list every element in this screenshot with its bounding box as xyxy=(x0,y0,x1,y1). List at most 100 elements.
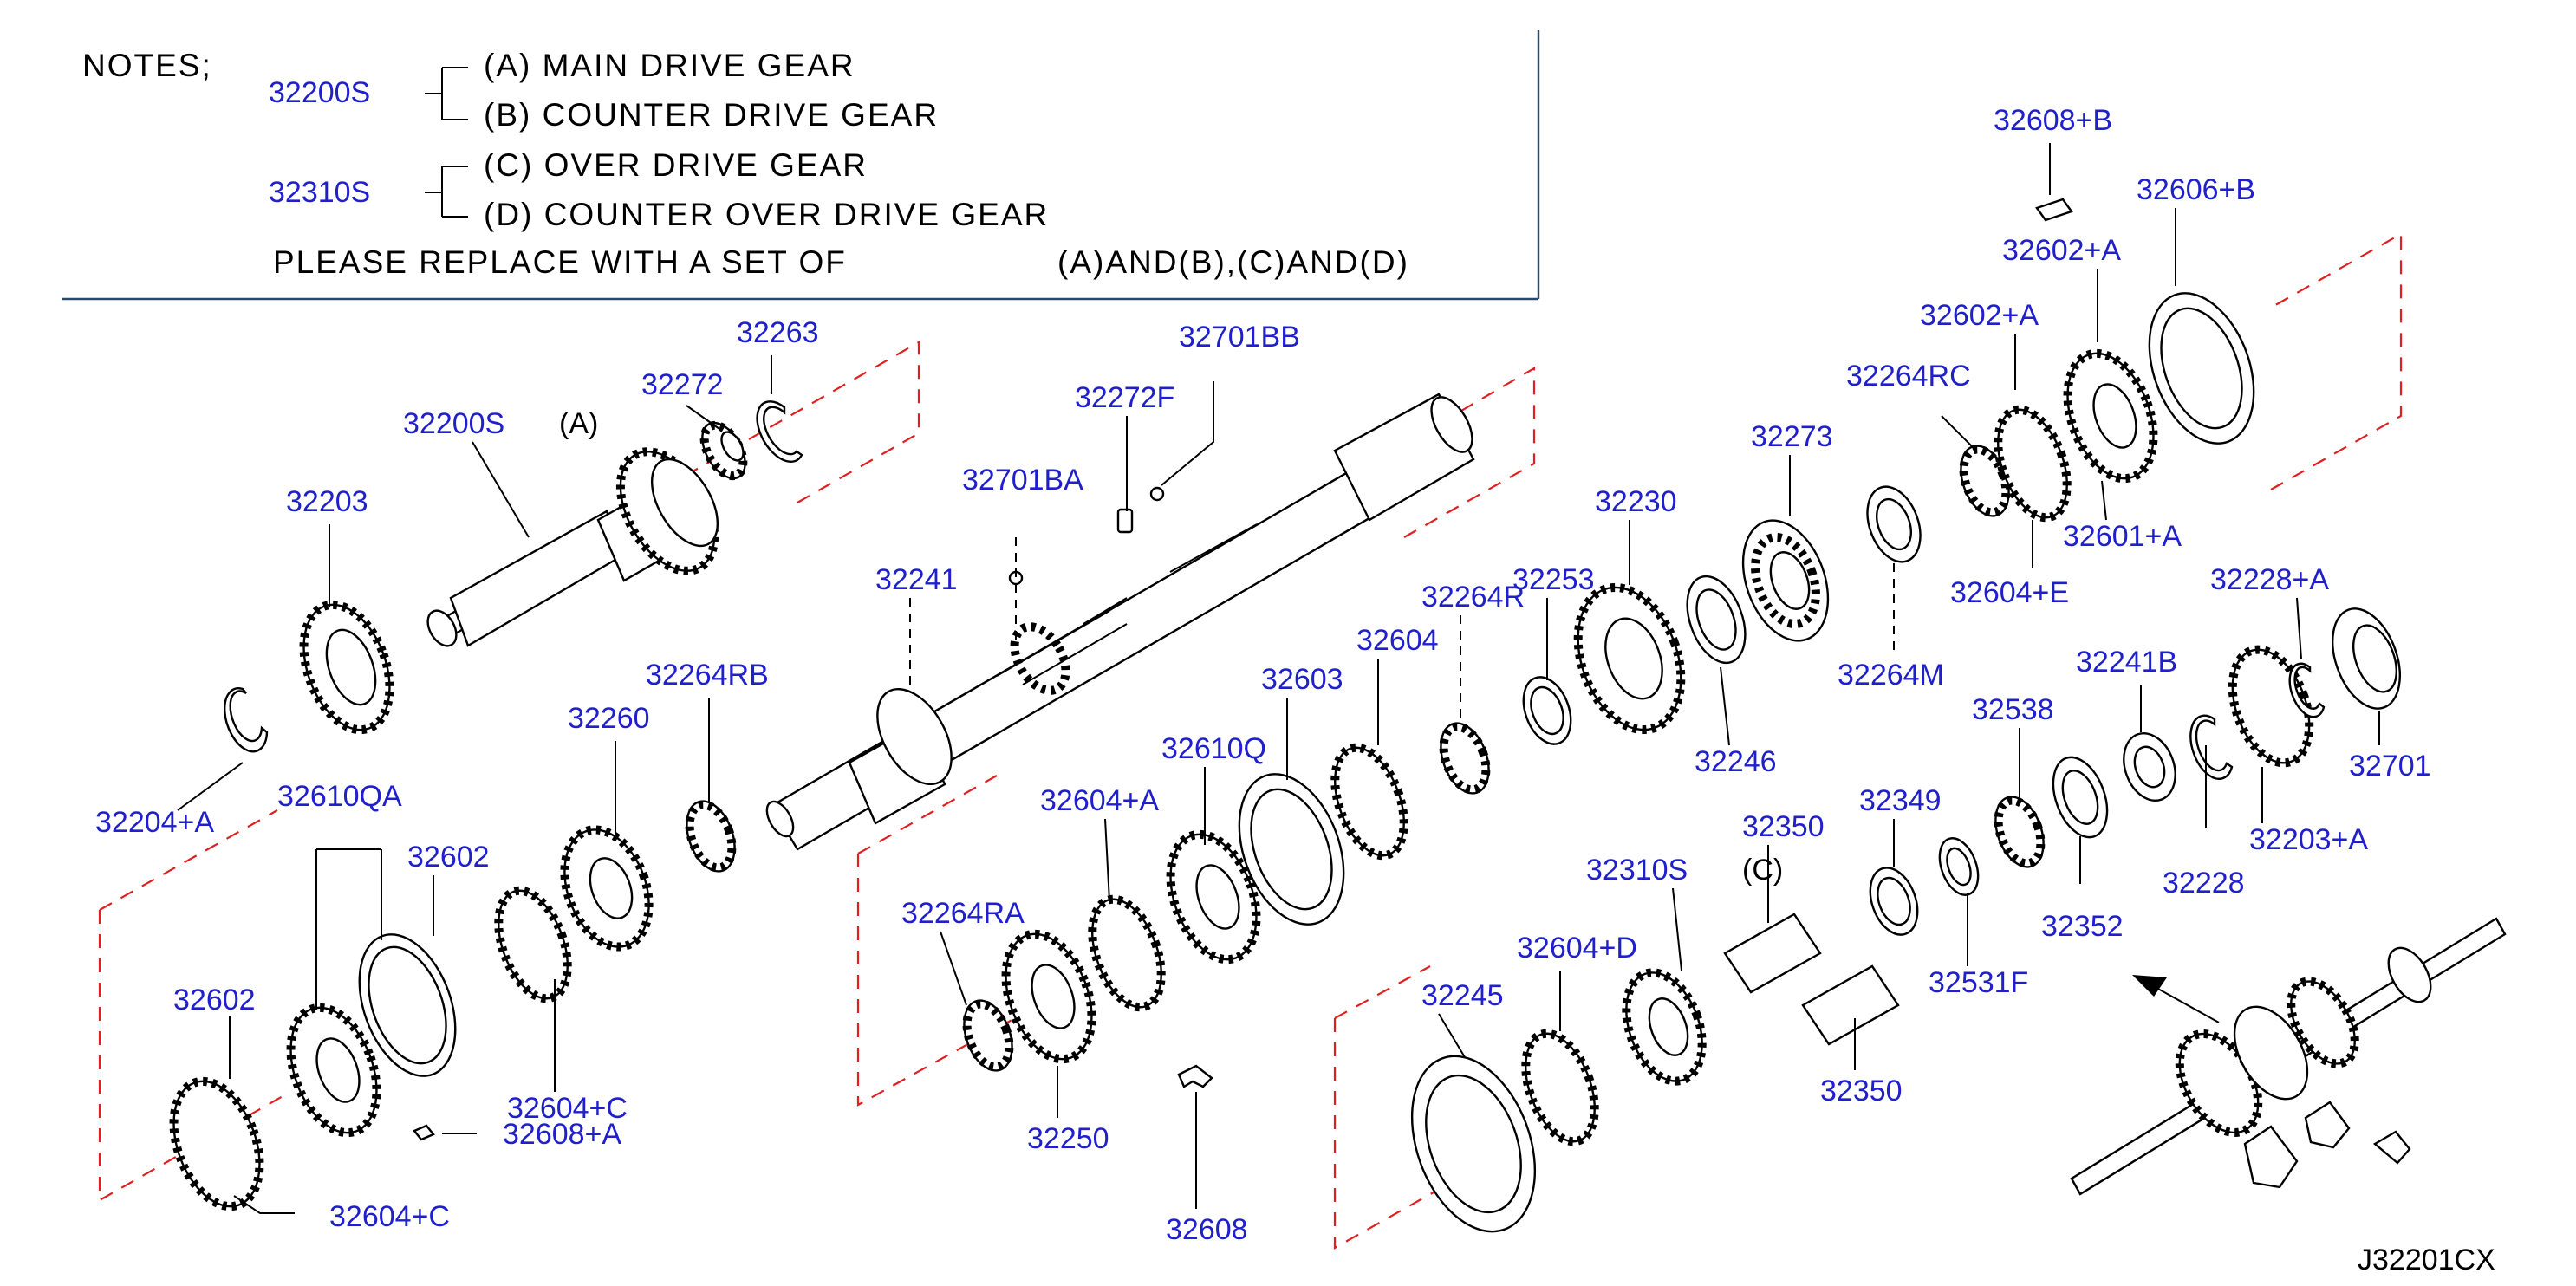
label-32701BA[interactable]: 32701BA xyxy=(962,464,1083,497)
bushing-32349[interactable] xyxy=(1862,861,1926,941)
baulk-ring-32604C[interactable] xyxy=(485,881,581,1008)
notes-group2-bracket xyxy=(425,166,468,218)
insert-32608B[interactable] xyxy=(2035,198,2073,222)
main-drive-gear-shaft[interactable] xyxy=(422,436,734,652)
washer-32352[interactable] xyxy=(2043,750,2117,844)
label-32264R[interactable]: 32264R xyxy=(1421,581,1525,614)
label-32260[interactable]: 32260 xyxy=(568,702,650,735)
label-32272F[interactable]: 32272F xyxy=(1075,381,1174,414)
bushing-32253[interactable] xyxy=(1515,671,1579,750)
label-32349[interactable]: 32349 xyxy=(1859,784,1942,817)
bearing-32273[interactable] xyxy=(1727,509,1844,653)
label-32604E[interactable]: 32604+E xyxy=(1950,576,2069,609)
label-32603[interactable]: 32603 xyxy=(1261,663,1343,696)
label-32701[interactable]: 32701 xyxy=(2349,750,2431,783)
label-32604C-a[interactable]: 32604+C xyxy=(507,1092,628,1125)
label-32604C-b[interactable]: 32604+C xyxy=(329,1200,450,1233)
label-32200S[interactable]: 32200S xyxy=(403,407,504,440)
baulk-ring-32604D[interactable] xyxy=(1512,1024,1608,1151)
insert-32608A[interactable] xyxy=(413,1124,435,1141)
label-32350-top[interactable]: 32350 xyxy=(1742,810,1825,843)
leader-lines xyxy=(177,143,2380,1214)
label-32245[interactable]: 32245 xyxy=(1421,979,1504,1012)
label-32264RC[interactable]: 32264RC xyxy=(1846,360,1971,393)
washer-32246[interactable] xyxy=(1676,568,1756,671)
needle-bearing-32264RB[interactable] xyxy=(678,795,744,878)
label-32610QA[interactable]: 32610QA xyxy=(277,780,402,813)
pin-32272F[interactable] xyxy=(1116,508,1134,534)
sleeve-32606B[interactable] xyxy=(2130,279,2274,458)
phantom-left-lower xyxy=(98,809,291,1202)
nut-32241B[interactable] xyxy=(2115,726,2184,808)
label-32250[interactable]: 32250 xyxy=(1027,1122,1109,1155)
baulk-ring-32604[interactable] xyxy=(1322,738,1417,865)
label-32273[interactable]: 32273 xyxy=(1751,420,1833,453)
label-32604[interactable]: 32604 xyxy=(1356,624,1439,657)
label-32264RB[interactable]: 32264RB xyxy=(646,659,769,692)
bearing-32538[interactable] xyxy=(1987,790,2052,874)
baulk-ring-32602-low[interactable] xyxy=(158,1069,276,1218)
label-32602-b[interactable]: 32602 xyxy=(173,984,256,1016)
needle-bearing-32264RA[interactable] xyxy=(955,994,1021,1077)
label-32310S[interactable]: 32310S xyxy=(1586,854,1688,887)
synchronizer-32610QA[interactable] xyxy=(275,996,393,1145)
marker-a: (A) xyxy=(559,407,598,440)
notes-group1-code[interactable]: 32200S xyxy=(269,76,370,109)
label-32701BB[interactable]: 32701BB xyxy=(1179,321,1300,354)
label-32350-bot[interactable]: 32350 xyxy=(1820,1075,1903,1107)
label-32608B[interactable]: 32608+B xyxy=(1994,104,2112,137)
label-32602A-2[interactable]: 32602+A xyxy=(1920,299,2039,332)
notes-group2-code[interactable]: 32310S xyxy=(269,176,370,209)
label-32241B[interactable]: 32241B xyxy=(2076,646,2177,679)
insert-32608[interactable] xyxy=(1177,1064,1213,1088)
label-32610Q[interactable]: 32610Q xyxy=(1161,732,1266,765)
label-32253[interactable]: 32253 xyxy=(1512,563,1595,596)
label-32608[interactable]: 32608 xyxy=(1166,1213,1248,1246)
label-32203A[interactable]: 32203+A xyxy=(2249,823,2368,856)
label-32602A-1[interactable]: 32602+A xyxy=(2002,234,2121,267)
label-32531F[interactable]: 32531F xyxy=(1929,966,2028,999)
snap-ring-32228[interactable] xyxy=(2189,714,2234,780)
label-32601A[interactable]: 32601+A xyxy=(2063,520,2182,553)
gear-32250[interactable] xyxy=(990,922,1108,1071)
mainshaft[interactable] xyxy=(762,391,1480,851)
needle-bearing-32264R[interactable] xyxy=(1432,717,1498,800)
label-32608A[interactable]: 32608+A xyxy=(503,1118,621,1151)
snap-ring-32228A[interactable] xyxy=(2288,662,2326,718)
label-32602-a[interactable]: 32602 xyxy=(407,841,490,874)
label-32264RA[interactable]: 32264RA xyxy=(901,897,1025,930)
synchronizer-32203[interactable] xyxy=(288,593,406,742)
gear-32310S[interactable] xyxy=(1612,962,1716,1092)
snap-ring-32263[interactable] xyxy=(756,400,803,463)
gear-32260[interactable] xyxy=(550,818,664,958)
sleeve-32603[interactable] xyxy=(1220,760,1363,939)
label-32241[interactable]: 32241 xyxy=(875,563,958,596)
washer-32531F[interactable] xyxy=(1933,833,1986,900)
gear-32230[interactable] xyxy=(1559,573,1700,744)
label-32246[interactable]: 32246 xyxy=(1695,745,1777,778)
bearing-32272[interactable] xyxy=(693,416,754,486)
bushing-32264M[interactable] xyxy=(1857,479,1929,569)
label-32228A[interactable]: 32228+A xyxy=(2210,563,2329,596)
collar-32350[interactable] xyxy=(1723,913,1900,1046)
label-32228[interactable]: 32228 xyxy=(2163,867,2245,900)
ball-32701BB[interactable] xyxy=(1149,486,1165,502)
baulk-ring-32604E[interactable] xyxy=(1985,400,2080,527)
synchronizer-32610Q[interactable] xyxy=(1155,822,1272,971)
label-32230[interactable]: 32230 xyxy=(1595,485,1677,518)
label-32263[interactable]: 32263 xyxy=(737,316,819,349)
label-32272[interactable]: 32272 xyxy=(641,368,724,401)
sleeve-32245[interactable] xyxy=(1389,1039,1558,1249)
label-32604A-mid[interactable]: 32604+A xyxy=(1040,784,1159,817)
baulk-ring-32604A-mid[interactable] xyxy=(1079,890,1174,1016)
label-32264M[interactable]: 32264M xyxy=(1838,659,1944,692)
label-32604D[interactable]: 32604+D xyxy=(1517,932,1637,964)
label-32352[interactable]: 32352 xyxy=(2041,910,2124,943)
label-32606B[interactable]: 32606+B xyxy=(2137,173,2255,206)
label-32204A[interactable]: 32204+A xyxy=(95,806,214,839)
synchronizer-32601A[interactable] xyxy=(2052,341,2169,490)
label-32203[interactable]: 32203 xyxy=(286,485,368,518)
label-32538[interactable]: 32538 xyxy=(1972,693,2054,726)
cone-32701[interactable] xyxy=(2320,600,2413,718)
snap-ring-32204A[interactable] xyxy=(224,687,269,753)
